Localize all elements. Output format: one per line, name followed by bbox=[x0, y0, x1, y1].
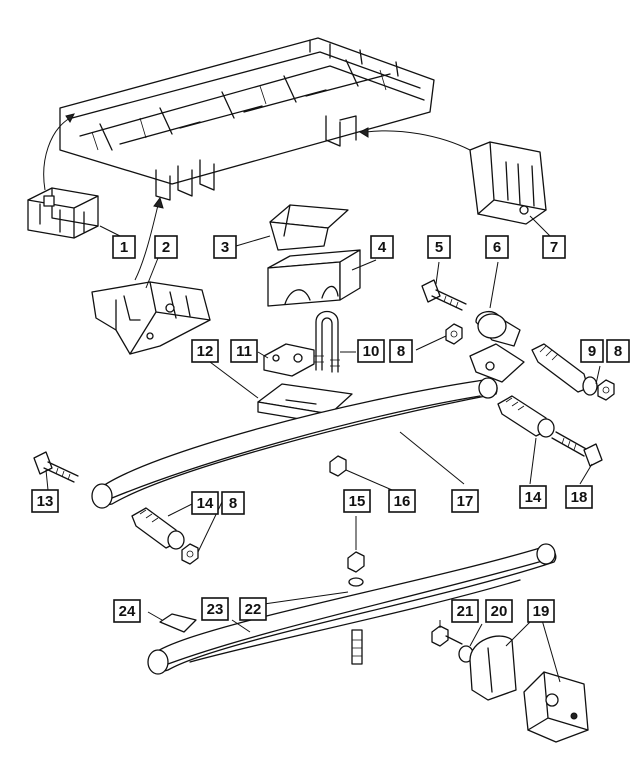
svg-text:2: 2 bbox=[162, 239, 170, 256]
nut-8a bbox=[445, 323, 463, 345]
callout-18: 18 bbox=[565, 485, 593, 509]
callout-8: 8 bbox=[221, 491, 245, 515]
svg-text:6: 6 bbox=[493, 239, 501, 256]
svg-text:17: 17 bbox=[457, 493, 474, 510]
svg-text:19: 19 bbox=[533, 603, 550, 620]
svg-text:7: 7 bbox=[550, 239, 558, 256]
callout-24: 24 bbox=[113, 599, 141, 623]
svg-text:13: 13 bbox=[37, 493, 54, 510]
spring-center-bolt bbox=[351, 629, 363, 665]
callout-14: 14 bbox=[191, 491, 219, 515]
svg-text:3: 3 bbox=[221, 239, 229, 256]
svg-text:8: 8 bbox=[614, 343, 622, 360]
svg-text:9: 9 bbox=[588, 343, 596, 360]
front-leaf-spring bbox=[91, 377, 498, 509]
callout-6: 6 bbox=[485, 235, 509, 259]
spring-pad-24 bbox=[159, 613, 197, 633]
bumper-bolt bbox=[431, 625, 463, 647]
shackle-bolt bbox=[421, 279, 467, 311]
leader-lines bbox=[45, 215, 601, 683]
arrow-head-2 bbox=[153, 196, 164, 209]
svg-text:23: 23 bbox=[207, 601, 224, 618]
callout-15: 15 bbox=[343, 489, 371, 513]
jounce-bumper bbox=[469, 635, 589, 743]
shackle-bolt-18 bbox=[551, 431, 603, 467]
front-hanger-bracket bbox=[27, 187, 99, 239]
svg-text:16: 16 bbox=[394, 493, 411, 510]
callout-13: 13 bbox=[31, 489, 59, 513]
svg-text:8: 8 bbox=[229, 495, 237, 512]
callout-12: 12 bbox=[191, 339, 219, 363]
callout-3: 3 bbox=[213, 235, 237, 259]
svg-text:18: 18 bbox=[571, 489, 588, 506]
callout-16: 16 bbox=[388, 489, 416, 513]
svg-text:14: 14 bbox=[525, 489, 542, 506]
svg-text:1: 1 bbox=[120, 239, 128, 256]
callout-10: 10 bbox=[357, 339, 385, 363]
nut-8c bbox=[181, 543, 199, 565]
callout-21: 21 bbox=[451, 599, 479, 623]
svg-text:15: 15 bbox=[349, 493, 366, 510]
svg-text:12: 12 bbox=[197, 343, 214, 360]
callout-23: 23 bbox=[201, 597, 229, 621]
callout-9: 9 bbox=[580, 339, 604, 363]
rear-leaf-spring bbox=[147, 543, 557, 675]
callout-7: 7 bbox=[542, 235, 566, 259]
svg-text:22: 22 bbox=[245, 601, 262, 618]
shackle-bushing bbox=[531, 343, 598, 396]
callout-20: 20 bbox=[485, 599, 513, 623]
spring-shackle bbox=[469, 311, 525, 383]
svg-text:10: 10 bbox=[363, 343, 380, 360]
callout-4: 4 bbox=[370, 235, 394, 259]
rear-spring-bracket bbox=[91, 281, 211, 355]
svg-text:24: 24 bbox=[119, 603, 136, 620]
callout-14: 14 bbox=[519, 485, 547, 509]
arrow-head-1 bbox=[65, 113, 75, 123]
svg-text:4: 4 bbox=[378, 239, 387, 256]
bushing-14b bbox=[131, 507, 185, 550]
callout-2: 2 bbox=[154, 235, 178, 259]
svg-text:8: 8 bbox=[397, 343, 405, 360]
bushing-14a bbox=[497, 395, 555, 438]
arrow-bracket-7 bbox=[365, 130, 471, 151]
callout-17: 17 bbox=[451, 489, 479, 513]
nut-8b bbox=[597, 379, 615, 401]
svg-text:21: 21 bbox=[457, 603, 474, 620]
u-bolt bbox=[314, 310, 340, 373]
arrow-bracket-1 bbox=[43, 117, 71, 191]
arrow-bracket-2 bbox=[134, 204, 159, 281]
svg-text:5: 5 bbox=[435, 239, 443, 256]
rear-hanger-bracket bbox=[469, 141, 547, 225]
arrow-head-7 bbox=[358, 127, 369, 138]
callout-11: 11 bbox=[230, 339, 258, 363]
callout-1: 1 bbox=[112, 235, 136, 259]
callout-8: 8 bbox=[606, 339, 630, 363]
svg-text:14: 14 bbox=[197, 495, 214, 512]
u-bolt-plate bbox=[263, 343, 315, 377]
svg-text:20: 20 bbox=[491, 603, 508, 620]
svg-text:11: 11 bbox=[236, 343, 252, 360]
callout-19: 19 bbox=[527, 599, 555, 623]
nut-16 bbox=[329, 455, 347, 477]
spring-eye-bolt bbox=[33, 451, 79, 483]
spring-shim-plates bbox=[267, 249, 361, 307]
callout-5: 5 bbox=[427, 235, 451, 259]
callout-8: 8 bbox=[389, 339, 413, 363]
spring-spacer bbox=[269, 204, 349, 251]
callout-22: 22 bbox=[239, 597, 267, 621]
vehicle-frame bbox=[59, 37, 435, 201]
